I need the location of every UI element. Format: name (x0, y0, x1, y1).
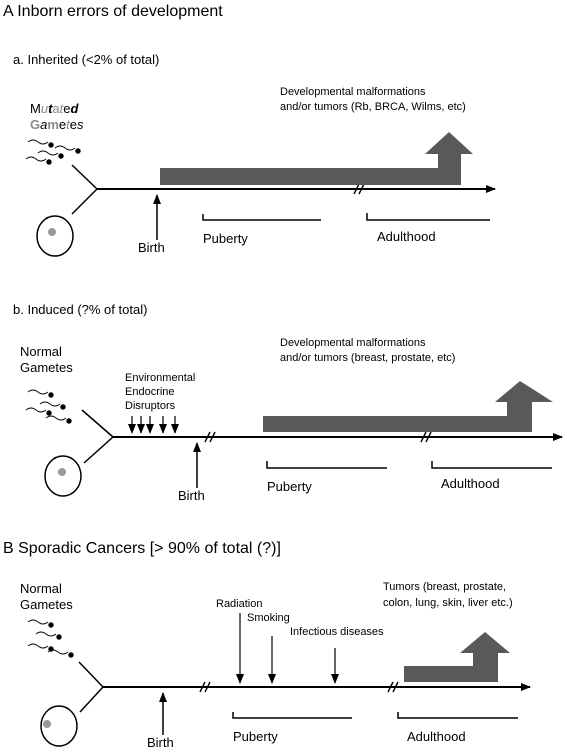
puberty-bracket-c (232, 712, 352, 719)
disruptor-line1: Environmental (125, 372, 196, 384)
sperm-group-a (25, 139, 81, 165)
mutated-gametes-line1: Mutated (30, 101, 79, 116)
egg-nucleus-a (48, 228, 56, 236)
outcome-a-line1: Developmental malformations (280, 86, 426, 98)
normal-gametes-b-line2: Gametes (20, 360, 73, 375)
puberty-bracket-a (202, 214, 321, 221)
puberty-label-b: Puberty (267, 479, 312, 494)
disruptor-line3: Disruptors (125, 400, 176, 412)
adulthood-label-b: Adulthood (441, 476, 500, 491)
outcome-b-line1: Developmental malformations (280, 337, 426, 349)
break-mark-b1 (204, 431, 216, 443)
infectious-label: Infectious diseases (290, 626, 384, 638)
adulthood-bracket-b (431, 461, 552, 469)
section-b-graphics (27, 613, 531, 747)
sperm-group-b (25, 389, 72, 424)
disruptor-arrows (128, 416, 179, 434)
panel-a-graphics (25, 132, 496, 257)
sperm-group-c (27, 619, 74, 658)
outcome-bar-a (160, 132, 473, 185)
panel-a-title: a. Inherited (<2% of total) (13, 52, 160, 67)
adulthood-label-a: Adulthood (377, 229, 436, 244)
panel-b-title: b. Induced (?% of total) (13, 302, 148, 317)
panel-b-graphics (25, 381, 563, 497)
puberty-label-a: Puberty (203, 231, 248, 246)
egg-nucleus-c (43, 720, 51, 728)
outcome-bar-c (404, 632, 510, 682)
section-a-title: A Inborn errors of development (3, 3, 223, 20)
normal-gametes-c-line1: Normal (20, 581, 62, 596)
adulthood-label-c: Adulthood (407, 729, 466, 744)
outcome-a-line2: and/or tumors (Rb, BRCA, Wilms, etc) (280, 101, 466, 113)
smoking-label: Smoking (247, 612, 290, 624)
puberty-bracket-b (266, 461, 387, 469)
normal-gametes-b-line1: Normal (20, 344, 62, 359)
section-b-title: B Sporadic Cancers [> 90% of total (?)] (3, 540, 281, 557)
outcome-bar-b (263, 381, 553, 432)
egg-c (40, 705, 78, 747)
egg-a (36, 215, 74, 257)
normal-gametes-c-line2: Gametes (20, 597, 73, 612)
radiation-label: Radiation (216, 598, 263, 610)
outcome-c-line2: colon, lung, skin, liver etc.) (383, 597, 513, 609)
adulthood-bracket-c (397, 712, 518, 719)
puberty-label-c: Puberty (233, 729, 278, 744)
egg-b (44, 455, 82, 497)
break-mark-c2 (387, 681, 399, 693)
egg-nucleus-b (58, 468, 66, 476)
break-mark-b2 (420, 431, 432, 443)
birth-label-a: Birth (138, 240, 165, 255)
disruptor-line2: Endocrine (125, 386, 175, 398)
mutated-gametes-line2: Gametes (30, 117, 84, 132)
break-mark-a (353, 183, 365, 195)
break-mark-c1 (199, 681, 211, 693)
outcome-c-line1: Tumors (breast, prostate, (383, 581, 507, 593)
adulthood-bracket-a (366, 213, 490, 221)
birth-label-b: Birth (178, 488, 205, 503)
birth-label-c: Birth (147, 735, 174, 750)
outcome-b-line2: and/or tumors (breast, prostate, etc) (280, 352, 456, 364)
